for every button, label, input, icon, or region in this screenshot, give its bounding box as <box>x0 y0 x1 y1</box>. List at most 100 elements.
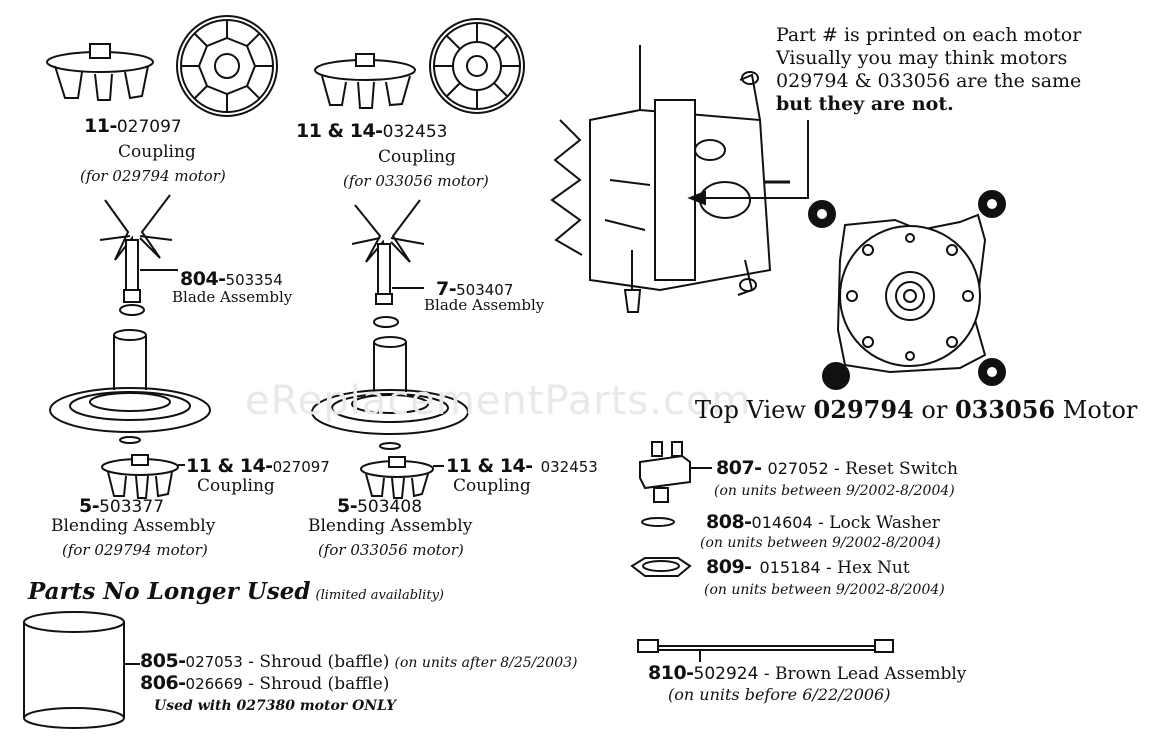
coupling-11-14-side-drawing <box>314 53 416 109</box>
lower-coupling-left-drawing <box>101 454 185 499</box>
reset-switch-drawing <box>639 441 712 503</box>
lock-washer-drawing <box>641 517 675 527</box>
blending-left-part: 503377 <box>99 497 165 517</box>
coupling-11-note: (for 029794 motor) <box>80 167 226 185</box>
top-view-prefix: Top View <box>695 396 814 424</box>
lower-coupling-right-number: 11 & 14- <box>446 455 533 477</box>
top-view-motor-1: 029794 <box>813 395 914 424</box>
coupling-11-top-drawing <box>176 15 278 117</box>
blending-right-note: (for 033056 motor) <box>318 541 464 559</box>
lower-coupling-right-drawing <box>360 456 444 499</box>
coupling-11-number: 11- <box>84 115 117 137</box>
shroud-drawing <box>23 611 140 729</box>
reset-switch-number: 807- <box>716 457 762 479</box>
motor-note-line1: Part # is printed on each motor <box>776 24 1082 46</box>
shroud-806-number: 806- <box>140 672 186 694</box>
lock-washer-number: 808- <box>706 511 752 533</box>
shroud-805-note: (on units after 8/25/2003) <box>394 655 578 671</box>
coupling-11-14-number: 11 & 14- <box>296 120 383 142</box>
coupling-11-14-name: Coupling <box>378 147 456 167</box>
coupling-11-14-label: 11 & 14-032453 <box>296 122 447 141</box>
blade-804-name: Blade Assembly <box>172 288 293 306</box>
brown-lead-label: 810-502924 - Brown Lead Assembly <box>648 664 966 683</box>
hex-nut-note: (on units between 9/2002-8/2004) <box>704 582 945 598</box>
blade-804-drawing <box>99 194 173 316</box>
coupling-11-part: 027097 <box>116 117 182 137</box>
parts-no-longer-used-subtitle: (limited availablity) <box>315 588 444 603</box>
shroud-note: Used with 027380 motor ONLY <box>154 698 397 714</box>
reset-switch-part: 027052 <box>767 459 829 478</box>
blade-804-number: 804- <box>180 268 226 290</box>
blending-right-part: 503408 <box>357 497 423 517</box>
lower-coupling-left-label: 11 & 14-027097 <box>186 457 330 476</box>
blending-left-name: Blending Assembly <box>51 516 216 536</box>
lower-coupling-right-part: 032453 <box>540 458 598 476</box>
watermark: eReplacementParts.com <box>245 378 752 424</box>
hex-nut-drawing <box>630 557 692 577</box>
reset-switch-label: 807- 027052 - Reset Switch <box>716 459 958 478</box>
motor-note-line3: 029794 & 033056 are the same <box>776 70 1082 92</box>
brown-lead-name: - Brown Lead Assembly <box>758 664 967 684</box>
brown-lead-drawing <box>637 639 894 662</box>
coupling-11-side-drawing <box>46 43 154 101</box>
blade-804-part: 503354 <box>225 271 283 289</box>
brown-lead-number: 810- <box>648 662 694 684</box>
coupling-11-14-top-drawing <box>429 18 525 114</box>
motor-top-drawing <box>808 190 1006 390</box>
blade-7-part: 503407 <box>456 281 514 299</box>
shroud-805-number: 805- <box>140 650 186 672</box>
motor-note-line2: Visually you may think motors <box>776 47 1068 69</box>
shroud-805-label: 805-027053 - Shroud (baffle) (on units a… <box>140 652 577 671</box>
lower-coupling-left-number: 11 & 14- <box>186 455 273 477</box>
lock-washer-note: (on units between 9/2002-8/2004) <box>700 535 941 551</box>
lower-coupling-right-label: 11 & 14- 032453 <box>446 457 598 476</box>
lock-washer-part: 014604 <box>751 513 813 532</box>
shroud-805-name: - Shroud (baffle) <box>242 652 390 672</box>
lock-washer-name: - Lock Washer <box>812 513 940 533</box>
hex-nut-label: 809- 015184 - Hex Nut <box>706 558 910 577</box>
reset-switch-name: - Reset Switch <box>828 459 958 479</box>
coupling-11-label: 11-027097 <box>84 117 182 136</box>
shroud-806-name: - Shroud (baffle) <box>242 674 390 694</box>
brown-lead-note: (on units before 6/22/2006) <box>668 685 891 704</box>
top-view-mid: or <box>913 396 955 424</box>
lower-coupling-right-name: Coupling <box>453 476 531 496</box>
shroud-805-part: 027053 <box>185 653 243 671</box>
motor-note-line4: but they are not. <box>776 93 954 115</box>
shroud-806-part: 026669 <box>185 675 243 693</box>
blending-right-label: 5-503408 <box>337 497 422 516</box>
blending-left-number: 5- <box>79 495 100 517</box>
top-view-suffix: Motor <box>1055 396 1138 424</box>
blending-left-note: (for 029794 motor) <box>62 541 208 559</box>
blade-7-drawing <box>351 199 425 328</box>
brown-lead-part: 502924 <box>693 664 759 684</box>
blending-right-number: 5- <box>337 495 358 517</box>
lock-washer-label: 808-014604 - Lock Washer <box>706 513 940 532</box>
shroud-806-label: 806-026669 - Shroud (baffle) <box>140 674 389 693</box>
blending-base-right-drawing <box>311 336 469 450</box>
parts-no-longer-used-heading: Parts No Longer Used (limited availablit… <box>28 580 444 603</box>
motor-note: Part # is printed on each motor Visually… <box>776 24 1081 116</box>
hex-nut-name: - Hex Nut <box>820 558 910 578</box>
top-view-motor-2: 033056 <box>954 395 1056 424</box>
reset-switch-note: (on units between 9/2002-8/2004) <box>714 483 955 499</box>
motor-side-drawing <box>550 45 809 313</box>
blade-leader-lines <box>140 269 424 289</box>
lower-coupling-left-name: Coupling <box>197 476 275 496</box>
hex-nut-part: 015184 <box>759 558 821 577</box>
coupling-11-14-note: (for 033056 motor) <box>343 172 489 190</box>
top-view-caption: Top View 029794 or 033056 Motor <box>695 395 1138 424</box>
blending-base-left-drawing <box>49 329 211 444</box>
hex-nut-number: 809- <box>706 556 752 578</box>
blending-left-label: 5-503377 <box>79 497 164 516</box>
blade-7-number: 7- <box>436 278 457 300</box>
blending-right-name: Blending Assembly <box>308 516 473 536</box>
blade-804-label: 804-503354 <box>180 270 283 289</box>
parts-no-longer-used-title: Parts No Longer Used <box>28 578 311 605</box>
coupling-11-name: Coupling <box>118 142 196 162</box>
lower-coupling-left-part: 027097 <box>272 458 330 476</box>
blade-7-name: Blade Assembly <box>424 296 545 314</box>
blade-7-label: 7-503407 <box>436 280 513 299</box>
coupling-11-14-part: 032453 <box>382 122 448 142</box>
